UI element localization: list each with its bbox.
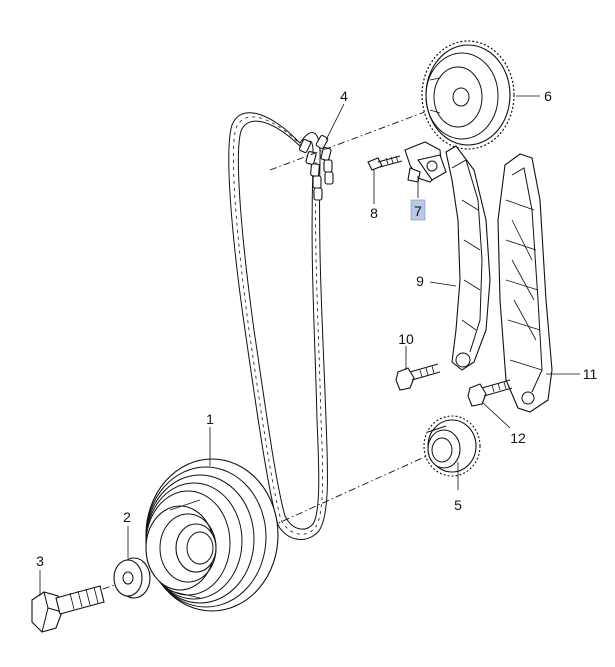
bolt-8 (367, 155, 403, 171)
callout-5: 5 (454, 497, 462, 513)
camshaft-sprocket (421, 40, 515, 150)
washer (113, 557, 151, 599)
timing-chain (228, 112, 334, 540)
callout-6: 6 (544, 88, 552, 104)
chain-links-detail (298, 134, 334, 201)
callout-8: 8 (370, 205, 378, 221)
callout-12: 12 (510, 430, 526, 446)
callout-1: 1 (206, 411, 214, 427)
callout-9: 9 (416, 273, 424, 289)
callout-3: 3 (36, 553, 44, 569)
leader-lines (39, 95, 580, 596)
callout-10: 10 (398, 331, 414, 347)
chain-tensioner (404, 141, 447, 183)
center-bolt (31, 585, 105, 633)
fixed-guide-rail (497, 153, 553, 413)
callout-2: 2 (123, 509, 131, 525)
callout-4: 4 (340, 88, 348, 104)
crankshaft-sprocket (423, 415, 481, 477)
callout-7-highlight (410, 199, 426, 221)
callout-7: 7 (414, 203, 422, 219)
bolt-12 (467, 379, 513, 407)
bolt-10 (395, 363, 441, 391)
callouts: 1 2 3 4 5 6 7 8 9 10 11 12 (36, 88, 597, 569)
tensioner-rail (445, 145, 491, 371)
callout-11: 11 (583, 366, 598, 382)
crankshaft-pulley (145, 458, 279, 612)
